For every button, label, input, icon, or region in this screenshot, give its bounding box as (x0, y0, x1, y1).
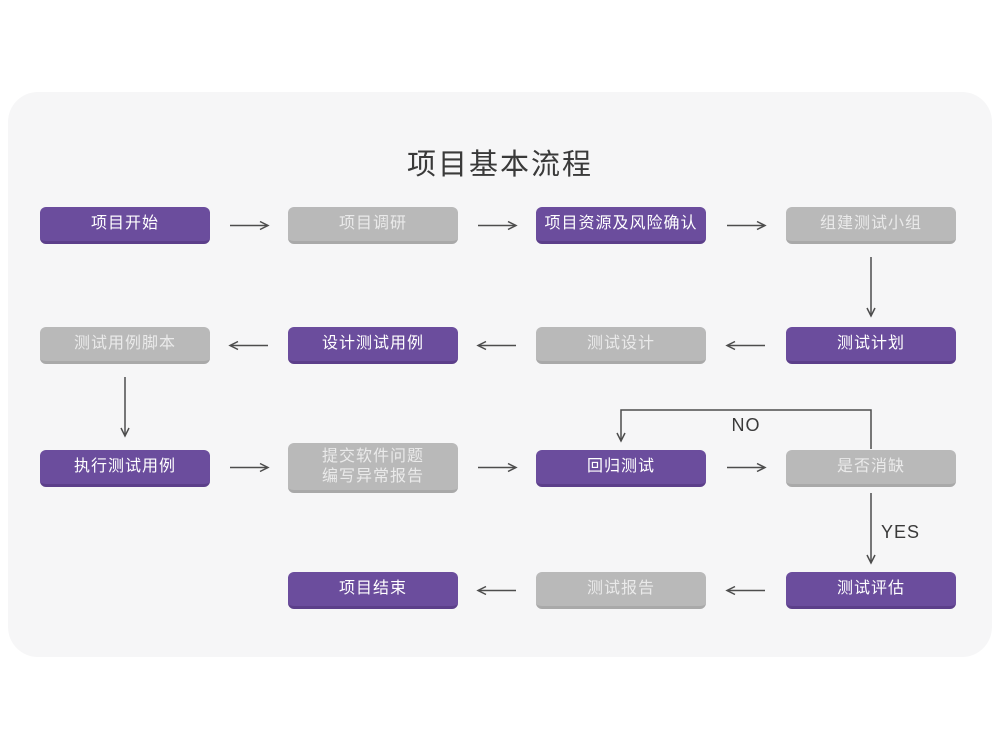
flowchart-card (8, 92, 992, 657)
node-defect-cleared-check: 是否消缺 (786, 450, 956, 487)
node-project-end: 项目结束 (288, 572, 458, 609)
node-test-plan: 测试计划 (786, 327, 956, 364)
node-test-case-script: 测试用例脚本 (40, 327, 210, 364)
node-project-research: 项目调研 (288, 207, 458, 244)
branch-label-yes: YES (881, 522, 921, 542)
node-resource-risk-confirm: 项目资源及风险确认 (536, 207, 706, 244)
node-submit-issue-report: 提交软件问题 编写异常报告 (288, 443, 458, 493)
branch-label-no: NO (731, 415, 761, 435)
node-test-evaluation: 测试评估 (786, 572, 956, 609)
node-regression-test: 回归测试 (536, 450, 706, 487)
node-test-report: 测试报告 (536, 572, 706, 609)
node-project-start: 项目开始 (40, 207, 210, 244)
node-design-test-cases: 设计测试用例 (288, 327, 458, 364)
node-build-test-team: 组建测试小组 (786, 207, 956, 244)
node-execute-test-cases: 执行测试用例 (40, 450, 210, 487)
page-title: 项目基本流程 (406, 149, 593, 181)
node-test-design: 测试设计 (536, 327, 706, 364)
